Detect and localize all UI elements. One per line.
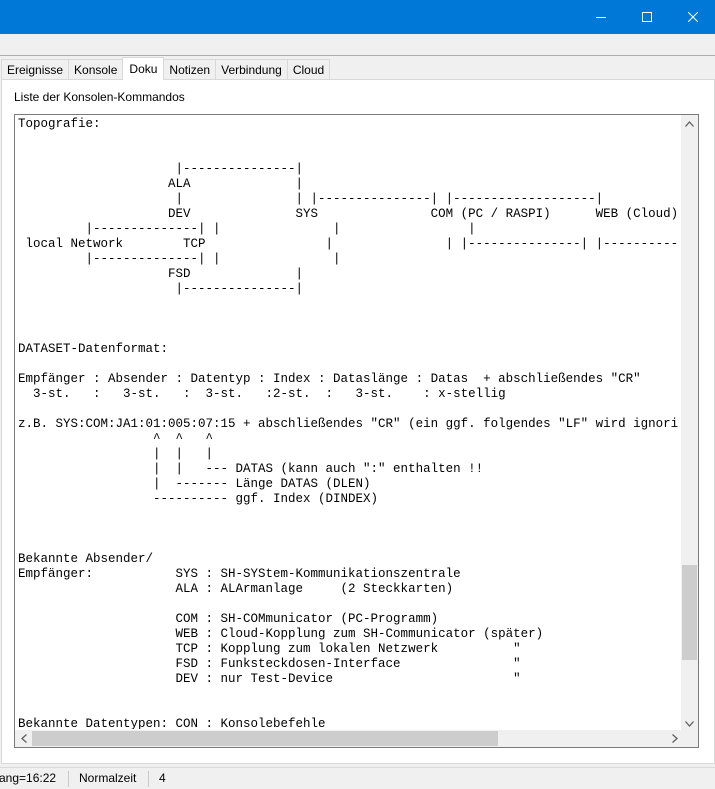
scrollbar-corner <box>681 730 698 747</box>
doc-line: | ------- Länge DATAS (DLEN) <box>18 477 371 491</box>
doc-line: ^ ^ ^ <box>18 432 214 446</box>
window-body: Ereignisse Konsole Doku Notizen Verbindu… <box>0 34 715 789</box>
horizontal-scroll-thumb[interactable] <box>32 731 498 746</box>
doc-line: Bekannte Datentypen: CON : Konsolebefehl… <box>18 717 326 729</box>
doc-line: | | | <box>18 447 214 461</box>
vertical-scrollbar[interactable] <box>681 115 698 732</box>
close-icon <box>688 12 698 22</box>
doc-line: ---------- ggf. Index (DINDEX) <box>18 492 379 506</box>
doc-line: WEB : Cloud-Kopplung zum SH-Communicator… <box>18 627 544 641</box>
tab-notizen[interactable]: Notizen <box>163 59 217 80</box>
doc-line: | | --- DATAS (kann auch ":" enthalten !… <box>18 462 484 476</box>
doc-line: FSD | <box>18 267 304 281</box>
doc-line: |---------------| <box>18 282 304 296</box>
status-sunset: ang=16:22 <box>0 771 57 785</box>
doc-line: DATASET-Datenformat: <box>18 342 169 356</box>
status-bar: ang=16:22 Normalzeit 4 <box>0 767 715 789</box>
tab-cloud[interactable]: Cloud <box>286 59 331 80</box>
doc-line: ALA | <box>18 177 304 191</box>
doc-line: 3-st. : 3-st. : 3-st. :2-st. : 3-st. : x… <box>18 387 506 401</box>
scroll-right-icon[interactable] <box>666 730 683 747</box>
doku-panel: Liste der Konsolen-Kommandos Topografie:… <box>1 79 715 764</box>
doc-line: Topografie: <box>18 117 101 131</box>
status-separator <box>148 771 149 787</box>
title-bar <box>0 0 715 34</box>
doc-line: Bekannte Absender/ <box>18 552 154 566</box>
doc-line: ALA : ALArmanlage (2 Steckkarten) <box>18 582 454 596</box>
divider <box>0 55 715 56</box>
doc-line: | | |---------------| |-----------------… <box>18 192 604 206</box>
panel-heading: Liste der Konsolen-Kommandos <box>14 90 185 104</box>
doc-line: z.B. SYS:COM:JA1:01:005:07:15 + abschlie… <box>18 417 678 431</box>
maximize-button[interactable] <box>624 0 670 34</box>
status-count: 4 <box>159 771 166 785</box>
tab-ereignisse[interactable]: Ereignisse <box>1 59 70 80</box>
documentation-textbox[interactable]: Topografie: |---------------| ALA | | | … <box>14 114 699 748</box>
tab-strip: Ereignisse Konsole Doku Notizen Verbindu… <box>1 57 331 80</box>
minimize-button[interactable] <box>578 0 624 34</box>
documentation-lines: Topografie: |---------------| ALA | | | … <box>18 117 678 729</box>
scroll-down-icon[interactable] <box>681 715 698 732</box>
horizontal-scrollbar[interactable] <box>15 730 683 747</box>
status-separator <box>68 771 69 787</box>
doc-line: Empfänger: SYS : SH-SYStem-Kommunikation… <box>18 567 461 581</box>
doc-line: Empfänger : Absender : Datentyp : Index … <box>18 372 641 386</box>
doc-line: |---------------| <box>18 162 304 176</box>
scroll-left-icon[interactable] <box>15 730 32 747</box>
tab-konsole[interactable]: Konsole <box>68 59 124 80</box>
maximize-icon <box>642 12 652 22</box>
doc-line: |--------------| | | <box>18 252 341 266</box>
doc-line: DEV SYS COM (PC / RASPI) WEB (Cloud) <box>18 207 678 221</box>
doc-line: DEV : nur Test-Device " <box>18 672 521 686</box>
doc-line: |--------------| | | | <box>18 222 476 236</box>
doc-line: COM : SH-COMmunicator (PC-Programm) <box>18 612 439 626</box>
scroll-up-icon[interactable] <box>681 115 698 132</box>
documentation-text: Topografie: |---------------| ALA | | | … <box>18 117 678 729</box>
tab-doku[interactable]: Doku <box>122 57 165 80</box>
close-button[interactable] <box>670 0 715 34</box>
vertical-scroll-thumb[interactable] <box>682 565 697 660</box>
minimize-icon <box>596 17 606 18</box>
doc-line: local Network TCP | | |---------------| … <box>25 237 679 251</box>
status-timezone: Normalzeit <box>79 771 137 785</box>
doc-line: TCP : Kopplung zum lokalen Netzwerk " <box>18 642 521 656</box>
doc-line: FSD : Funksteckdosen-Interface " <box>18 657 521 671</box>
tab-verbindung[interactable]: Verbindung <box>215 59 288 80</box>
